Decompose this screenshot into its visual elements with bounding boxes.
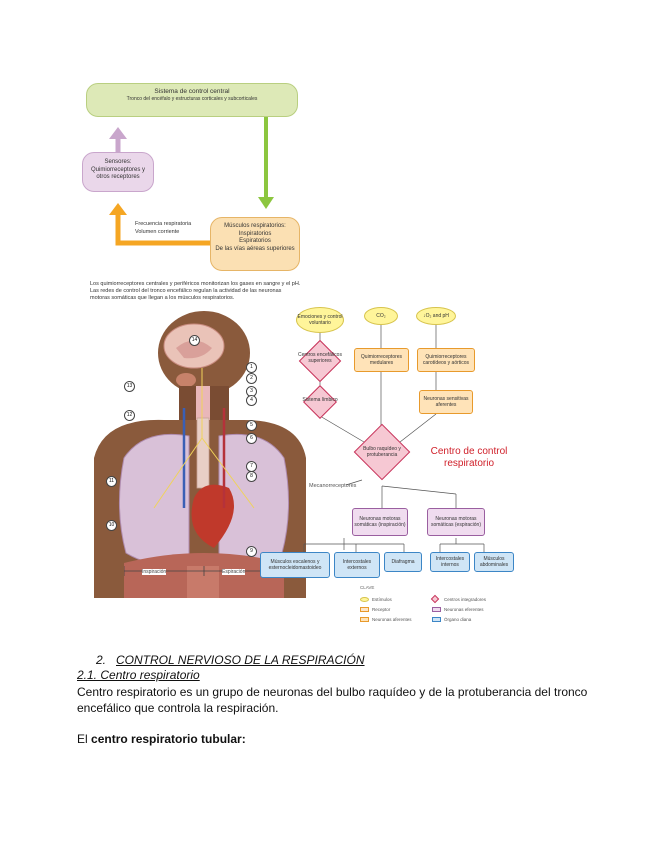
caption-line-1: Los quimiorreceptores centrales y perifé… bbox=[90, 281, 301, 287]
section-heading: 2. CONTROL NERVIOSO DE LA RESPIRACIÓN bbox=[96, 653, 365, 667]
muscles-line-1: Inspiratorios bbox=[238, 230, 272, 237]
mechanoreceptors-label: Mecanorreceptores bbox=[309, 483, 357, 489]
central-control-title: Sistema de control central bbox=[154, 88, 230, 95]
higher-centers-label: Centros encefálicos superiores bbox=[298, 352, 342, 364]
afferent-neurons: Neuronas sensitivas aferentes bbox=[419, 390, 473, 414]
callout-2: 2 bbox=[246, 373, 257, 384]
paragraph-tubular-prefix: El bbox=[77, 732, 92, 746]
flow-note: Frecuencia respiratoria Volumen corrient… bbox=[135, 221, 191, 236]
respiratory-control-figure: Los quimiorreceptores centrales y perifé… bbox=[84, 280, 514, 630]
legend-integrating: Centros integradores bbox=[444, 597, 487, 602]
paragraph-tubular-bold: centro respiratorio tubular: bbox=[91, 732, 246, 746]
respiratory-muscles-box: Músculos respiratorios: Inspiratorios Es… bbox=[210, 217, 300, 271]
legend-afferent: Neuronas aferentes bbox=[372, 617, 412, 622]
callout-1: 1 bbox=[246, 362, 257, 373]
muscles-line-2: Espiratorios bbox=[239, 238, 271, 244]
arrowhead-green bbox=[258, 197, 274, 209]
paragraph-definition: Centro respiratorio es un grupo de neuro… bbox=[77, 685, 588, 715]
brainstem-label: Bulbo raquídeo y protuberancia bbox=[363, 446, 401, 458]
emotions-oval: Emociones y control voluntario bbox=[296, 307, 344, 333]
caption-line-2: Las redes de control del tronco encefáli… bbox=[90, 287, 282, 294]
external-intercostals: Intercostales externos bbox=[334, 552, 380, 578]
sensors-title: Sensores: bbox=[104, 159, 132, 165]
section-title: CONTROL NERVIOSO DE LA RESPIRACIÓN bbox=[116, 653, 365, 667]
callout-12: 12 bbox=[124, 410, 135, 421]
callout-13: 13 bbox=[124, 381, 135, 392]
callout-8: 8 bbox=[246, 471, 257, 482]
sensors-line-1: Quimiorreceptores y bbox=[90, 166, 146, 173]
arrowhead-orange bbox=[109, 203, 127, 215]
legend-swatch-stimulus bbox=[360, 597, 369, 602]
flow-arrows bbox=[109, 117, 274, 246]
arrowhead-purple bbox=[109, 127, 127, 139]
legend: CLAVE Estímulos Receptor Neuronas aferen… bbox=[356, 585, 506, 629]
internal-intercostals: Intercostales internos bbox=[430, 552, 470, 572]
co2-oval: CO₂ bbox=[364, 307, 398, 325]
callout-6: 6 bbox=[246, 433, 257, 444]
subsection-heading: 2.1. Centro respiratorio bbox=[77, 668, 200, 682]
abdominal-muscles: Músculos abdominales bbox=[474, 552, 514, 572]
figure-caption: Los quimiorreceptores centrales y perifé… bbox=[90, 281, 360, 302]
legend-title: CLAVE bbox=[360, 585, 375, 590]
legend-swatch-afferent bbox=[360, 617, 369, 622]
callout-9: 9 bbox=[246, 546, 257, 557]
caption-line-3: motoras somáticas que llegan a los múscu… bbox=[90, 294, 235, 301]
medullary-chemoreceptors: Quimiorreceptores medulares bbox=[354, 348, 409, 372]
sensors-line-2: otros receptores bbox=[96, 174, 140, 180]
legend-swatch-receptor bbox=[360, 607, 369, 612]
legend-swatch-integrating bbox=[430, 594, 440, 604]
respiratory-control-center-label: Centro de control respiratorio bbox=[419, 446, 519, 469]
central-control-box: Sistema de control central Tronco del en… bbox=[86, 83, 298, 117]
callout-5: 5 bbox=[246, 420, 257, 431]
scalene-muscles: Músculos escalenos y esternocleidomastoi… bbox=[260, 552, 330, 578]
section-number: 2. bbox=[96, 653, 107, 667]
callout-11: 11 bbox=[106, 476, 117, 487]
legend-stimulus: Estímulos bbox=[372, 597, 392, 602]
tidal-volume-label: Volumen corriente bbox=[135, 228, 180, 235]
diaphragm: Diafragma bbox=[384, 552, 422, 572]
callout-4: 4 bbox=[246, 395, 257, 406]
legend-swatch-target bbox=[432, 617, 441, 622]
arrow-muscles-to-sensors bbox=[115, 213, 210, 246]
motor-neurons-inspiration: Neuronas motoras somáticas (inspiración) bbox=[352, 508, 408, 536]
expiration-label: Espiración bbox=[222, 569, 246, 575]
central-control-subtitle: Tronco del encéfalo y estructuras cortic… bbox=[126, 96, 258, 103]
legend-target: Órgano diana bbox=[444, 617, 472, 622]
paragraph-tubular: El centro respiratorio tubular: bbox=[77, 732, 246, 746]
sensors-box: Sensores: Quimiorreceptores y otros rece… bbox=[82, 152, 154, 192]
control-flow-diagram: Sistema de control central Tronco del en… bbox=[78, 73, 310, 278]
legend-swatch-efferent bbox=[432, 607, 441, 612]
callout-10: 10 bbox=[106, 520, 117, 531]
centro-line-1: Centro de control bbox=[430, 446, 508, 457]
legend-receptor: Receptor bbox=[372, 607, 391, 612]
o2-ph-oval: ↓O₂ and pH bbox=[416, 307, 456, 325]
peripheral-chemoreceptors: Quimiorreceptores carotídeos y aórticos bbox=[417, 348, 475, 372]
motor-neurons-expiration: Neuronas motoras somáticas (espiración) bbox=[427, 508, 485, 536]
inspiration-label: Inspiración bbox=[142, 569, 167, 575]
centro-line-2: respiratorio bbox=[443, 457, 495, 469]
muscles-title: Músculos respiratorios: bbox=[224, 223, 286, 229]
limbic-label: Sistema límbico bbox=[302, 397, 338, 403]
legend-efferent: Neuronas eferentes bbox=[444, 607, 484, 612]
respiratory-rate-label: Frecuencia respiratoria bbox=[135, 221, 192, 227]
callout-14: 14 bbox=[189, 335, 200, 346]
muscles-line-3: De las vías aéreas superiores bbox=[215, 245, 295, 252]
